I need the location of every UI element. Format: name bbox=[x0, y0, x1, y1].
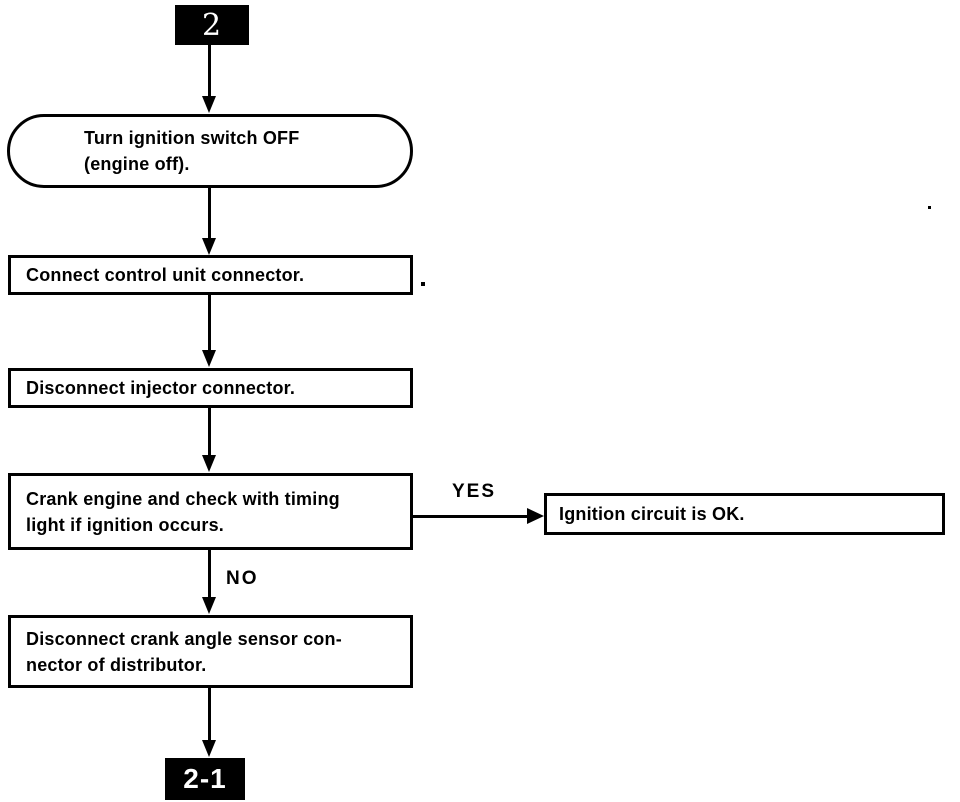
edge-p2-decision-line bbox=[208, 408, 211, 455]
process-node-disconnect-injector: Disconnect injector connector. bbox=[8, 368, 413, 408]
terminator-line1: Turn ignition switch OFF bbox=[84, 128, 300, 148]
scan-artifact-dot bbox=[421, 282, 425, 286]
edge-no-line bbox=[208, 550, 211, 597]
connector-node-2-1: 2-1 bbox=[165, 758, 245, 800]
process-disconnect-injector-text: Disconnect injector connector. bbox=[26, 378, 296, 398]
decision-node-crank-engine: Crank engine and check with timing light… bbox=[8, 473, 413, 550]
edge-start-terminator-line bbox=[208, 45, 211, 97]
process-node-connect-control-unit: Connect control unit connector. bbox=[8, 255, 413, 295]
process-disconnect-crank-sensor-line1: Disconnect crank angle sensor con- bbox=[26, 628, 342, 649]
edge-label-yes: YES bbox=[452, 481, 497, 502]
edge-start-terminator-arrowhead-icon bbox=[202, 96, 216, 113]
connector-node-2-1-label: 2-1 bbox=[183, 763, 227, 794]
edge-terminator-p1-arrowhead-icon bbox=[202, 238, 216, 255]
decision-crank-engine-line1: Crank engine and check with timing bbox=[26, 488, 340, 509]
result-node-ignition-ok: Ignition circuit is OK. bbox=[544, 493, 945, 535]
edge-terminator-p1-line bbox=[208, 188, 211, 238]
process-disconnect-crank-sensor-line2: nector of distributor. bbox=[26, 654, 207, 675]
edge-p2-decision-arrowhead-icon bbox=[202, 455, 216, 472]
process-node-disconnect-crank-sensor: Disconnect crank angle sensor con- necto… bbox=[8, 615, 413, 688]
edge-p1-p2-arrowhead-icon bbox=[202, 350, 216, 367]
terminator-line2: (engine off). bbox=[84, 154, 190, 174]
edge-label-no: NO bbox=[226, 568, 259, 589]
edge-p3-end-line bbox=[208, 688, 211, 740]
edge-yes-line bbox=[413, 515, 527, 518]
edge-p3-end-arrowhead-icon bbox=[202, 740, 216, 757]
connector-node-2-label: 2 bbox=[201, 7, 223, 43]
connector-node-2: 2 bbox=[175, 5, 249, 45]
result-ignition-ok-text: Ignition circuit is OK. bbox=[559, 504, 745, 524]
terminator-node-ignition-off: Turn ignition switch OFF (engine off). bbox=[7, 114, 413, 188]
scan-artifact-dot bbox=[928, 206, 931, 209]
edge-p1-p2-line bbox=[208, 295, 211, 350]
edge-no-arrowhead-icon bbox=[202, 597, 216, 614]
process-connect-control-unit-text: Connect control unit connector. bbox=[26, 265, 305, 285]
decision-crank-engine-line2: light if ignition occurs. bbox=[26, 514, 224, 535]
edge-yes-arrowhead-icon bbox=[527, 508, 544, 524]
